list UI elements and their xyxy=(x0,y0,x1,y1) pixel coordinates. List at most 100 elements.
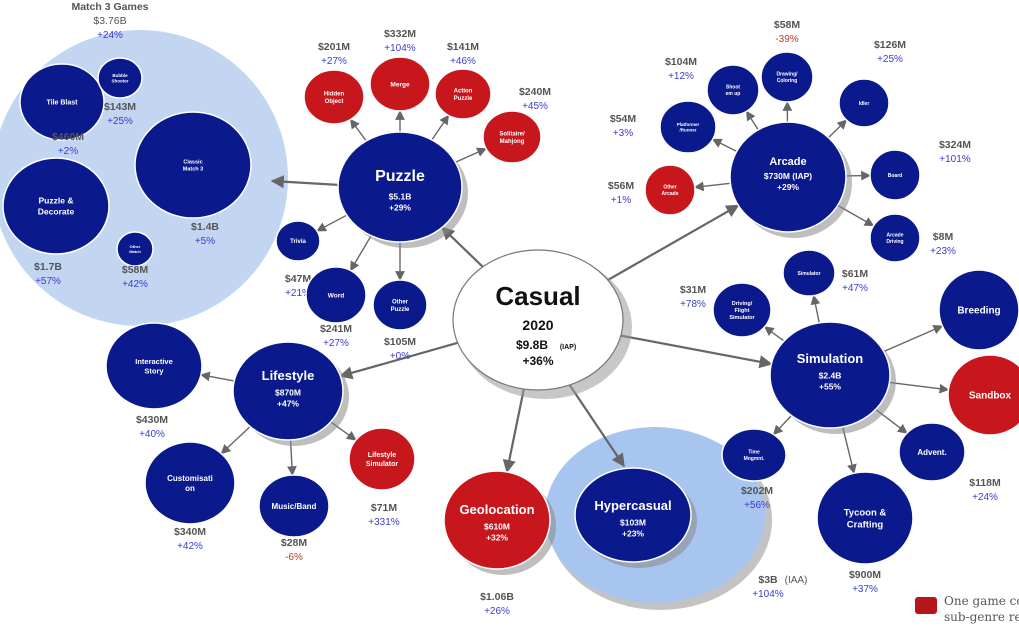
node-circle xyxy=(816,471,914,565)
node-puzzle[interactable]: Puzzle$5.1B+29% xyxy=(337,131,468,248)
arrow-arcade-to-idler xyxy=(827,119,848,139)
node-board[interactable]: Board$324M+101% xyxy=(869,139,971,201)
node-label: Arcade xyxy=(662,191,679,197)
node-circle xyxy=(947,354,1019,436)
node-circle xyxy=(105,322,203,410)
node-label: Match 3 xyxy=(183,166,203,172)
node-pct: +5% xyxy=(195,236,215,247)
node-arcade[interactable]: Arcade$730M (IAP)+29% xyxy=(729,121,852,238)
node-value: $324M xyxy=(939,139,971,151)
node-label: Solitaire/ xyxy=(499,131,525,137)
arrow-center-to-simulation xyxy=(620,334,773,369)
node-label: Shooter xyxy=(111,78,128,83)
node-breeding[interactable]: Breeding xyxy=(938,269,1019,351)
node-hypercasual[interactable]: Hypercasual$103M+23%$3B(IAA)+104% xyxy=(574,467,808,600)
node-label: Shoot xyxy=(726,85,740,91)
node-circle xyxy=(706,64,760,116)
node-lifestyle[interactable]: Lifestyle$870M+47% xyxy=(232,341,349,446)
node-label: Decorate xyxy=(38,206,75,216)
node-hub-value: $870M xyxy=(275,388,301,398)
match3-title: Match 3 Games xyxy=(71,1,148,13)
node-circle xyxy=(760,51,814,103)
arrow-simulation-to-time-mgmt xyxy=(772,415,792,436)
node-pct: +25% xyxy=(877,54,903,65)
arrow-simulation-to-simulator xyxy=(810,294,821,323)
node-tile-blast[interactable]: Tile Blast$460M+2% xyxy=(19,63,105,157)
node-puzzle-decorate[interactable]: Puzzle &Decorate$1.7B+57% xyxy=(2,157,110,287)
node-circle xyxy=(838,78,890,128)
node-circle xyxy=(372,279,428,331)
node-circle xyxy=(769,321,891,429)
node-music-band[interactable]: Music/Band$28M-6% xyxy=(258,474,330,563)
arrow-simulation-to-driving-flight xyxy=(763,326,785,342)
node-value: $332M xyxy=(384,28,416,40)
node-label: Object xyxy=(325,99,344,105)
node-label: Word xyxy=(328,292,345,299)
node-label: Flight xyxy=(735,308,750,314)
node-tycoon-crafting[interactable]: Tycoon &Crafting$900M+37% xyxy=(816,471,914,595)
node-label: Classic xyxy=(183,159,202,165)
node-circle xyxy=(482,110,542,164)
node-label: Sandbox xyxy=(969,391,1012,402)
node-trivia[interactable]: Trivia$47M+21% xyxy=(275,220,321,299)
node-pct: +21% xyxy=(285,288,311,299)
node-value: $1.06B xyxy=(480,591,514,603)
node-circle xyxy=(116,231,154,267)
center-value: $9.8B xyxy=(516,338,548,352)
arrow-puzzle-to-solitaire-mahjong xyxy=(455,147,487,163)
node-solitaire-mahjong[interactable]: Solitaire/Mahjong$240M+45% xyxy=(482,86,551,164)
node-simulator[interactable]: Simulator$61M+47% xyxy=(782,249,869,297)
arrow-simulation-to-sandbox xyxy=(889,381,950,394)
node-sandbox[interactable]: Sandbox xyxy=(947,354,1019,436)
node-advent[interactable]: Advent.$118M+24% xyxy=(898,422,1001,503)
arrow-simulation-to-tycoon-crafting xyxy=(841,426,857,475)
node-simulation[interactable]: Simulation$2.4B+55% xyxy=(769,321,896,434)
node-drawing-coloring[interactable]: Drawing/Coloring$58M-39% xyxy=(760,19,814,103)
node-circle xyxy=(144,441,236,525)
node-value: $31M xyxy=(680,284,707,296)
node-value: $61M xyxy=(842,268,869,280)
node-word[interactable]: Word$241M+27% xyxy=(305,266,367,349)
node-circle xyxy=(729,121,847,233)
node-label: Simulation xyxy=(797,351,864,366)
node-label: Coloring xyxy=(777,78,798,84)
center-node[interactable]: Casual 2020 $9.8B (IAP) +36% xyxy=(452,249,632,399)
node-label: Crafting xyxy=(847,519,884,530)
node-geolocation[interactable]: Geolocation$610M+32%$1.06B+26% xyxy=(443,470,556,617)
node-value-note: (IAA) xyxy=(785,575,808,586)
node-merge[interactable]: Merge$332M+104% xyxy=(369,28,431,112)
node-platformer-runner[interactable]: Platformer/Runner$54M+3% xyxy=(610,100,717,154)
node-label: Match xyxy=(129,249,141,254)
node-hub-pct: +47% xyxy=(277,399,299,409)
node-circle xyxy=(574,467,692,563)
node-label: Hidden xyxy=(324,91,345,97)
node-hub-pct: +23% xyxy=(622,529,644,539)
node-pct: +56% xyxy=(744,500,770,511)
node-label: Simulator xyxy=(729,315,755,321)
node-label: Platformer xyxy=(677,122,700,127)
node-pct: +1% xyxy=(611,195,631,206)
node-label: Hypercasual xyxy=(594,498,671,513)
node-pct: +40% xyxy=(139,429,165,440)
node-idler[interactable]: Idler$126M+25% xyxy=(838,39,906,128)
node-label: Other xyxy=(392,299,409,305)
node-value: $118M xyxy=(969,477,1001,489)
node-value: $1.7B xyxy=(34,261,62,273)
node-label: Music/Band xyxy=(272,502,317,511)
node-hub-pct: +29% xyxy=(389,202,411,212)
node-pct: +45% xyxy=(522,101,548,112)
